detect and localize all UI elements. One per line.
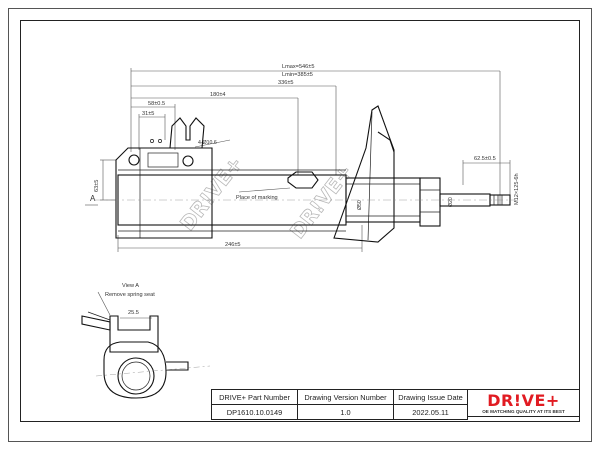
logo-tagline: OE MATCHING QUALITY AT ITS BEST [482,409,565,414]
dim-58: 58±0.5 [148,101,165,107]
dim-31: 31±5 [142,111,154,117]
view-a-detail: View A Remove spring seat 25.5 [81,283,211,399]
dim-63: 63±5 [94,180,100,192]
dim-180: 180±4 [210,92,226,98]
dim-50: Ø50 [357,200,363,210]
label-a: A [90,194,96,203]
dim-thread: M12×125-6h [514,173,520,205]
dimension-labels: Lmax=546±5 Lmin=385±5 336±5 180±4 58±0.5… [90,64,520,248]
value-version: 1.0 [297,404,394,420]
dim-stroke: 336±5 [278,80,294,86]
outer-border [8,8,592,442]
svg-text:DR!VE+: DR!VE+ [175,152,247,235]
dim-rod-length: 62.5±0.5 [474,156,496,162]
header-issue-date: Drawing Issue Date [393,389,468,405]
dim-lmin: Lmin=385±5 [282,72,313,78]
dim-246: 246±5 [225,242,241,248]
view-a-note: Remove spring seat [105,292,155,298]
shock-body [95,105,516,243]
title-block: DRIVE+ Part Number Drawing Version Numbe… [211,389,581,420]
label-place: Place of marking [236,195,278,201]
view-a-title: View A [122,283,139,289]
inner-border [20,20,580,422]
value-issue-date: 2022.05.11 [393,404,468,420]
dim-20: Ø20 [448,197,454,207]
view-a-dim: 25.5 [128,310,139,316]
value-part-number: DP1610.10.0149 [211,404,298,420]
dim-lmax: Lmax=546±5 [282,64,314,70]
header-part-number: DRIVE+ Part Number [211,389,298,405]
logo-text: DR!VE+ [487,391,560,410]
header-version: Drawing Version Number [297,389,394,405]
dim-hole: 4-Ø10.6 [198,140,217,146]
brand-logo: DR!VE+ OE MATCHING QUALITY AT ITS BEST [467,389,580,417]
